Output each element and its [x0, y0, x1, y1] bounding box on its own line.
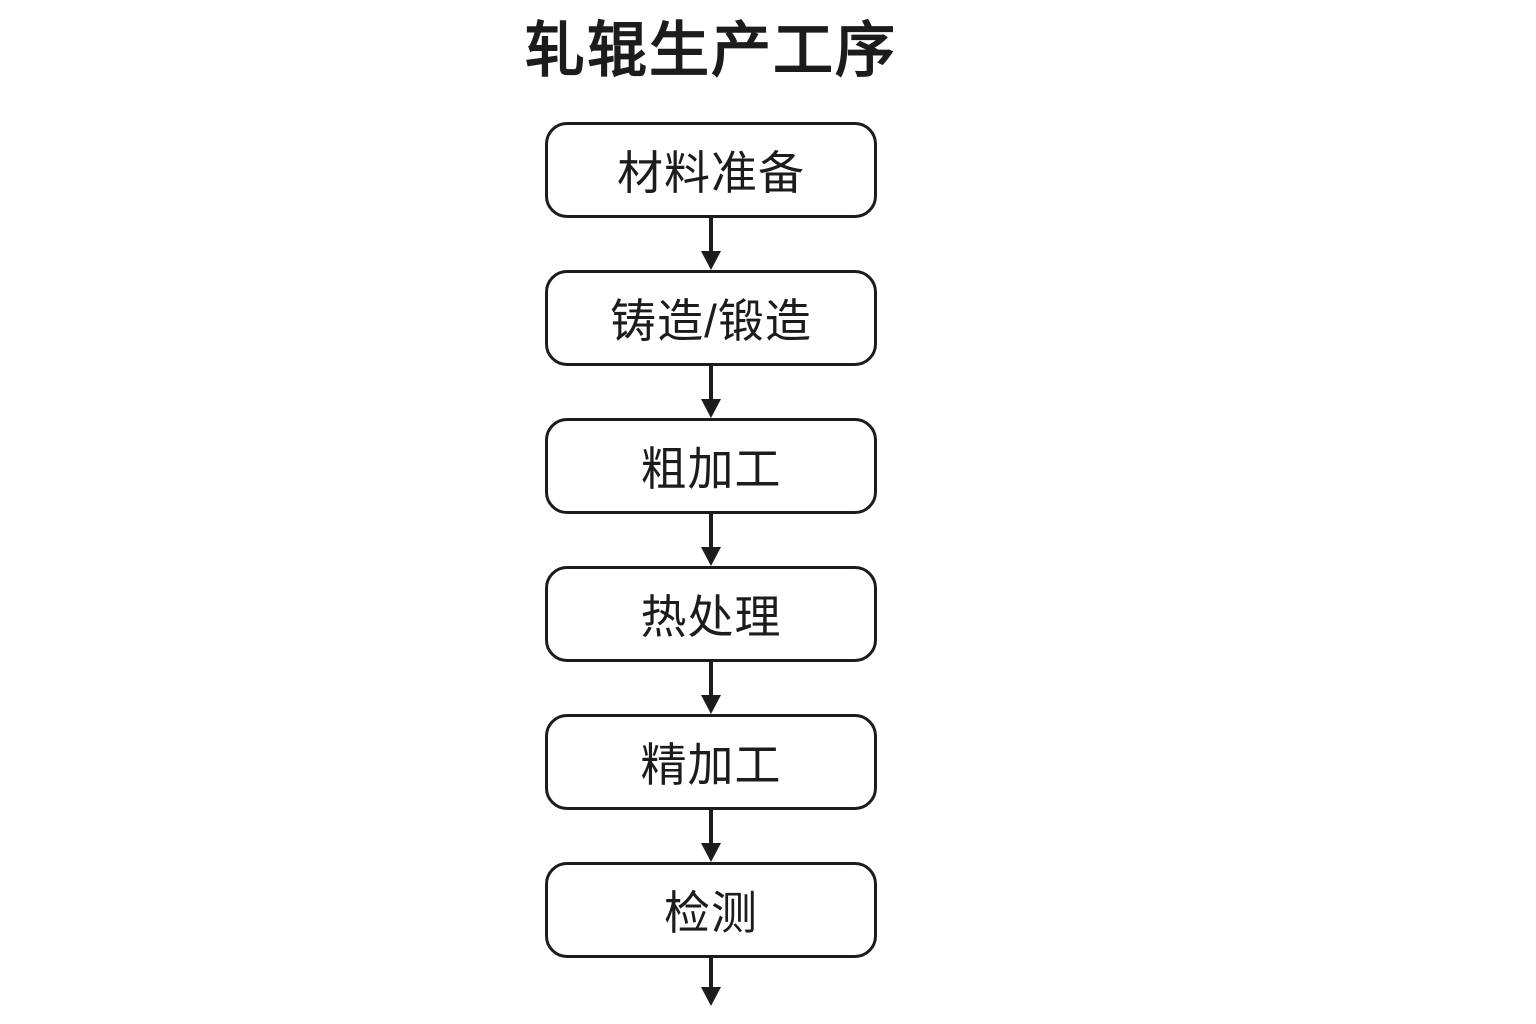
- flow-step-label: 热处理: [640, 591, 782, 643]
- flow-step-material-preparation: 材料准备: [545, 122, 877, 218]
- down-arrow-icon: [701, 662, 721, 714]
- flow-step-inspection: 检测: [545, 862, 877, 958]
- flow-step-heat-treatment: 热处理: [545, 566, 877, 662]
- flow-step-label: 铸造/锻造: [610, 295, 812, 347]
- down-arrow-icon: [701, 366, 721, 418]
- flow-step-rough-machining: 粗加工: [545, 418, 877, 514]
- flow-step-finish-machining: 精加工: [545, 714, 877, 810]
- down-arrow-icon: [701, 514, 721, 566]
- flow-step-label: 粗加工: [640, 443, 782, 495]
- flow-step-label: 检测: [664, 887, 758, 939]
- down-arrow-icon: [701, 958, 721, 1006]
- flow-step-label: 材料准备: [617, 147, 805, 199]
- flow-step-casting-forging: 铸造/锻造: [545, 270, 877, 366]
- down-arrow-icon: [701, 810, 721, 862]
- flow-step-label: 精加工: [640, 739, 782, 791]
- down-arrow-icon: [701, 218, 721, 270]
- flowchart: 轧辊生产工序 材料准备 铸造/锻造 粗加工 热处理 精加工 检测: [525, 0, 895, 1006]
- page-title: 轧辊生产工序: [525, 17, 897, 84]
